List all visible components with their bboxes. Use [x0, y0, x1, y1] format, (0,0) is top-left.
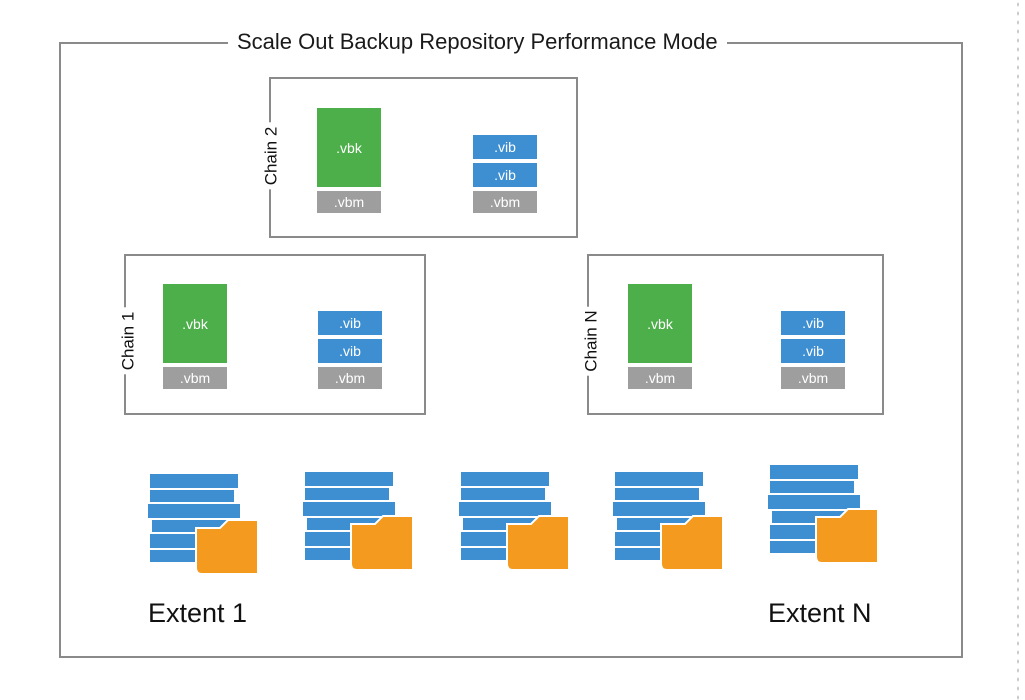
chain-1-vbk-meta: .vbm — [163, 367, 227, 389]
storage-folder-icon — [459, 472, 569, 571]
chain-1-vib-2: .vib — [318, 339, 382, 363]
chain-1-label: Chain 1 — [118, 307, 139, 375]
chain-2-vbk: .vbk — [317, 108, 381, 187]
chain-n-vib-meta: .vbm — [781, 367, 845, 389]
storage-folder-icon — [303, 472, 413, 571]
chain-2-vib-meta: .vbm — [473, 191, 537, 213]
extent-first-label: Extent 1 — [148, 598, 248, 628]
storage-folder-icon — [768, 465, 878, 564]
chain-2-label: Chain 2 — [261, 122, 282, 190]
storage-folder-icon — [613, 472, 723, 571]
extent-last-label: Extent N — [768, 598, 872, 628]
chain-1-vib-meta: .vbm — [318, 367, 382, 389]
diagram-title: Scale Out Backup Repository Performance … — [228, 28, 727, 56]
chain-1-vbk: .vbk — [163, 284, 227, 363]
chain-n-vbk-meta: .vbm — [628, 367, 692, 389]
chain-2-vib-1: .vib — [473, 135, 537, 159]
storage-folder-icon — [148, 474, 258, 575]
chain-2-vbk-meta: .vbm — [317, 191, 381, 213]
chain-2-vib-2: .vib — [473, 163, 537, 187]
chain-n-vib-1: .vib — [781, 311, 845, 335]
chain-n-vib-2: .vib — [781, 339, 845, 363]
chain-n-vbk: .vbk — [628, 284, 692, 363]
dotted-edge — [1016, 0, 1020, 700]
chain-n-label: Chain N — [581, 306, 602, 376]
chain-1-vib-1: .vib — [318, 311, 382, 335]
